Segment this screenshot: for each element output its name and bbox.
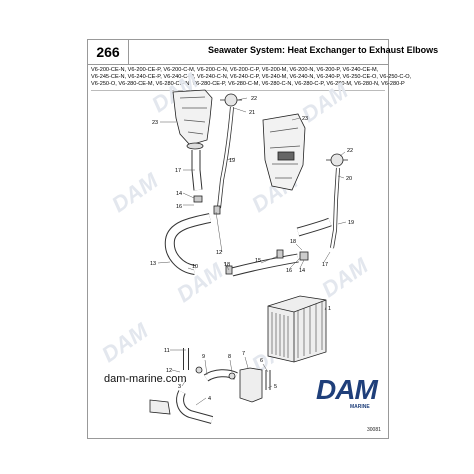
callout-13: 13 bbox=[150, 261, 156, 267]
callout-23: 23 bbox=[302, 116, 308, 122]
callout-3: 3 bbox=[178, 384, 181, 390]
callout-16: 16 bbox=[176, 204, 182, 210]
callout-1: 1 bbox=[328, 306, 331, 312]
callout-12: 12 bbox=[166, 368, 172, 374]
callout-10: 10 bbox=[192, 264, 198, 270]
callout-7: 7 bbox=[242, 351, 245, 357]
callout-15: 15 bbox=[255, 258, 261, 264]
elbow-4 bbox=[239, 367, 263, 403]
clamp-8 bbox=[195, 366, 203, 374]
callout-12: 12 bbox=[216, 250, 222, 256]
bracket bbox=[149, 399, 171, 415]
document-number: 30081 bbox=[367, 427, 381, 433]
callout-22: 22 bbox=[251, 96, 257, 102]
callout-5: 5 bbox=[274, 384, 277, 390]
model-line-1: V6-200-CE-N, V6-200-CE-P, V6-200-C-M, V6… bbox=[91, 67, 379, 73]
dam-logo-subtext: MARINE bbox=[350, 404, 370, 410]
exhaust-elbow-left bbox=[172, 89, 213, 150]
leader-lines bbox=[157, 97, 347, 406]
page-header: 266 Seawater System: Heat Exchanger to E… bbox=[88, 40, 438, 65]
clamp-14 bbox=[299, 251, 309, 261]
model-line-3: V6-250-O, V6-280-CE-M, V6-280-CE-N, V6-2… bbox=[91, 81, 405, 88]
heat-exchanger bbox=[267, 295, 327, 363]
callout-9: 9 bbox=[202, 354, 205, 360]
callout-21: 21 bbox=[249, 110, 255, 116]
callout-19: 19 bbox=[229, 158, 235, 164]
callout-18: 18 bbox=[290, 239, 296, 245]
dam-logo: DAM bbox=[316, 374, 378, 405]
callout-14: 14 bbox=[176, 191, 182, 197]
page-number: 266 bbox=[88, 40, 129, 64]
callout-14: 14 bbox=[299, 268, 305, 274]
fitting-22-left bbox=[220, 93, 242, 107]
callout-22: 22 bbox=[347, 148, 353, 154]
callout-4: 4 bbox=[208, 396, 211, 402]
clamp-16 bbox=[213, 205, 221, 215]
clamp-7 bbox=[228, 372, 236, 380]
diagram-page: 266 Seawater System: Heat Exchanger to E… bbox=[87, 39, 438, 439]
fitting-22-right bbox=[326, 153, 348, 167]
website-link[interactable]: dam-marine.com bbox=[104, 373, 187, 385]
callout-11: 11 bbox=[164, 348, 170, 354]
callout-20: 20 bbox=[346, 176, 352, 182]
callout-16: 16 bbox=[286, 268, 292, 274]
page-title: Seawater System: Heat Exchanger to Exhau… bbox=[208, 45, 439, 55]
callout-17: 17 bbox=[175, 168, 181, 174]
model-list: V6-200-CE-N, V6-200-CE-P, V6-200-C-M, V6… bbox=[91, 67, 412, 91]
exhaust-elbow-right bbox=[262, 113, 306, 191]
callout-19: 19 bbox=[348, 220, 354, 226]
callout-6: 6 bbox=[260, 358, 263, 364]
callout-17: 17 bbox=[322, 262, 328, 268]
clamp-14 bbox=[193, 195, 203, 203]
clamp-16 bbox=[276, 249, 284, 259]
model-line-2: V6-245-CE-N, V6-240-CE-P, V6-240-C-M, V6… bbox=[91, 74, 412, 81]
callout-8: 8 bbox=[228, 354, 231, 360]
callout-18: 18 bbox=[224, 262, 230, 268]
callout-23: 23 bbox=[152, 120, 158, 126]
